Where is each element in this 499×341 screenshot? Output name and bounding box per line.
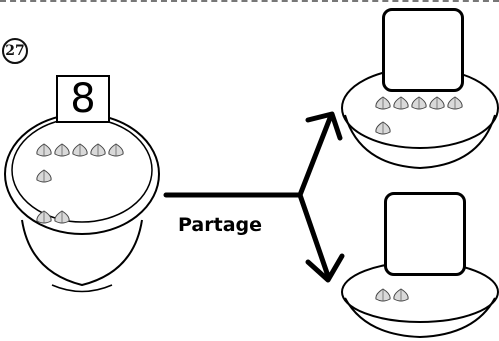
- answer-box-top[interactable]: [382, 8, 464, 92]
- onion-icon: [429, 96, 445, 110]
- bottom-item-group: [375, 288, 409, 302]
- dashed-separator: [0, 0, 499, 2]
- onion-icon: [36, 169, 52, 183]
- onion-icon: [90, 143, 106, 157]
- source-count-box: 8: [56, 75, 110, 123]
- onion-icon: [54, 143, 70, 157]
- onion-icon: [72, 143, 88, 157]
- onion-icon: [447, 96, 463, 110]
- top-item-group: [375, 96, 463, 135]
- onion-icon: [375, 121, 391, 135]
- onion-icon: [108, 143, 124, 157]
- problem-number: 27: [2, 38, 28, 64]
- onion-icon: [393, 96, 409, 110]
- source-bowl: [4, 113, 160, 293]
- onion-icon: [375, 288, 391, 302]
- onion-icon: [36, 143, 52, 157]
- source-item-group: [36, 143, 124, 224]
- source-count-label: 8: [70, 76, 96, 122]
- onion-icon: [411, 96, 427, 110]
- split-arrow: [163, 111, 345, 283]
- share-operation-label: Partage: [178, 214, 262, 236]
- onion-icon: [375, 96, 391, 110]
- onion-icon: [393, 288, 409, 302]
- onion-icon: [36, 210, 52, 224]
- answer-box-bottom[interactable]: [384, 192, 466, 276]
- problem-number-label: 27: [2, 38, 28, 64]
- onion-icon: [54, 210, 70, 224]
